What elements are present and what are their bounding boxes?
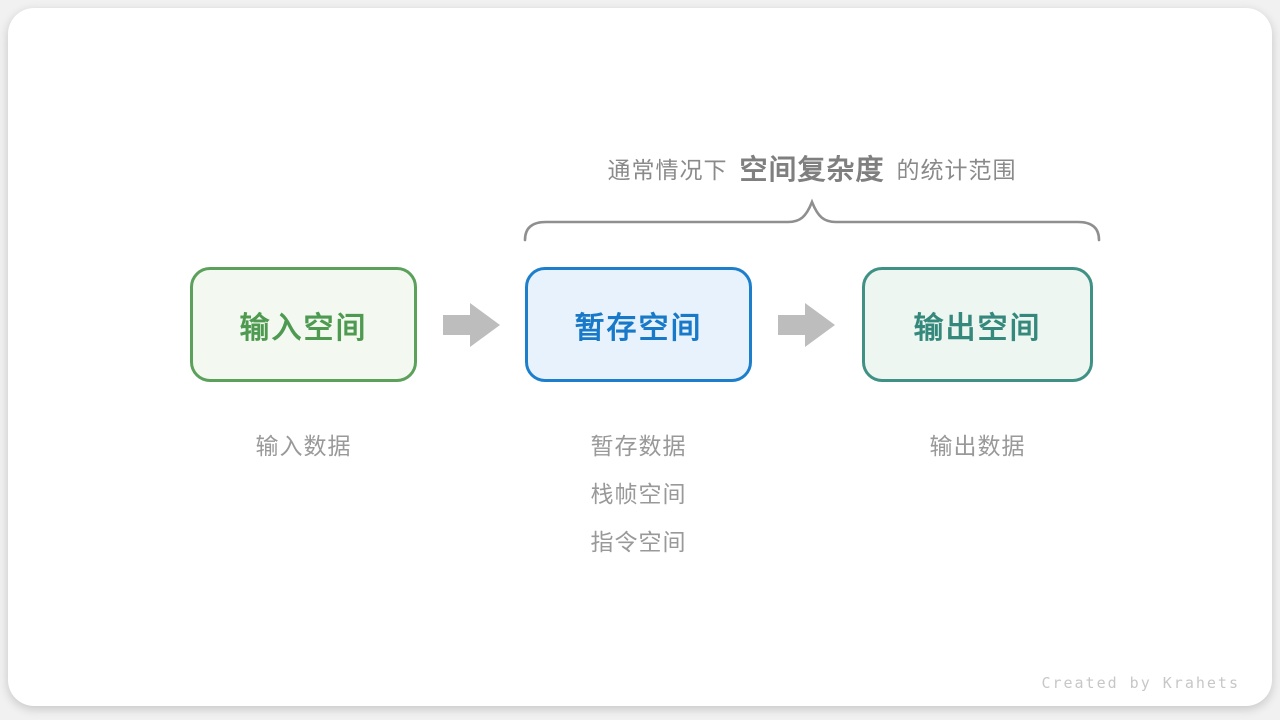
brace-caption-prefix: 通常情况下 bbox=[607, 157, 728, 183]
temporary-space-captions: 暂存数据 栈帧空间 指令空间 bbox=[525, 424, 752, 568]
temporary-space-box: 暂存空间 bbox=[525, 267, 752, 382]
brace-caption-highlight: 空间复杂度 bbox=[739, 154, 885, 185]
output-space-label: 输出空间 bbox=[913, 311, 1042, 345]
credit-text: Created by Krahets bbox=[1041, 674, 1240, 692]
right-arrow-icon bbox=[778, 303, 835, 347]
right-arrow-icon bbox=[443, 303, 500, 347]
input-space-box: 输入空间 bbox=[190, 267, 417, 382]
input-space-label: 输入空间 bbox=[239, 311, 368, 345]
caption-line: 暂存数据 bbox=[590, 433, 687, 459]
caption-line: 指令空间 bbox=[590, 529, 687, 555]
caption-line: 输入数据 bbox=[255, 433, 352, 459]
brace-caption-suffix: 的统计范围 bbox=[896, 157, 1017, 183]
caption-line: 栈帧空间 bbox=[590, 481, 687, 507]
temporary-space-label: 暂存空间 bbox=[574, 311, 703, 345]
caption-line: 输出数据 bbox=[929, 433, 1026, 459]
output-space-captions: 输出数据 bbox=[862, 424, 1093, 472]
input-space-captions: 输入数据 bbox=[190, 424, 417, 472]
diagram-card: 通常情况下 空间复杂度 的统计范围 输入空间 暂存空间 输出空间 输入数据 暂存… bbox=[8, 8, 1272, 706]
output-space-box: 输出空间 bbox=[862, 267, 1093, 382]
brace-caption: 通常情况下 空间复杂度 的统计范围 bbox=[522, 140, 1102, 196]
curly-brace-icon bbox=[523, 198, 1101, 242]
